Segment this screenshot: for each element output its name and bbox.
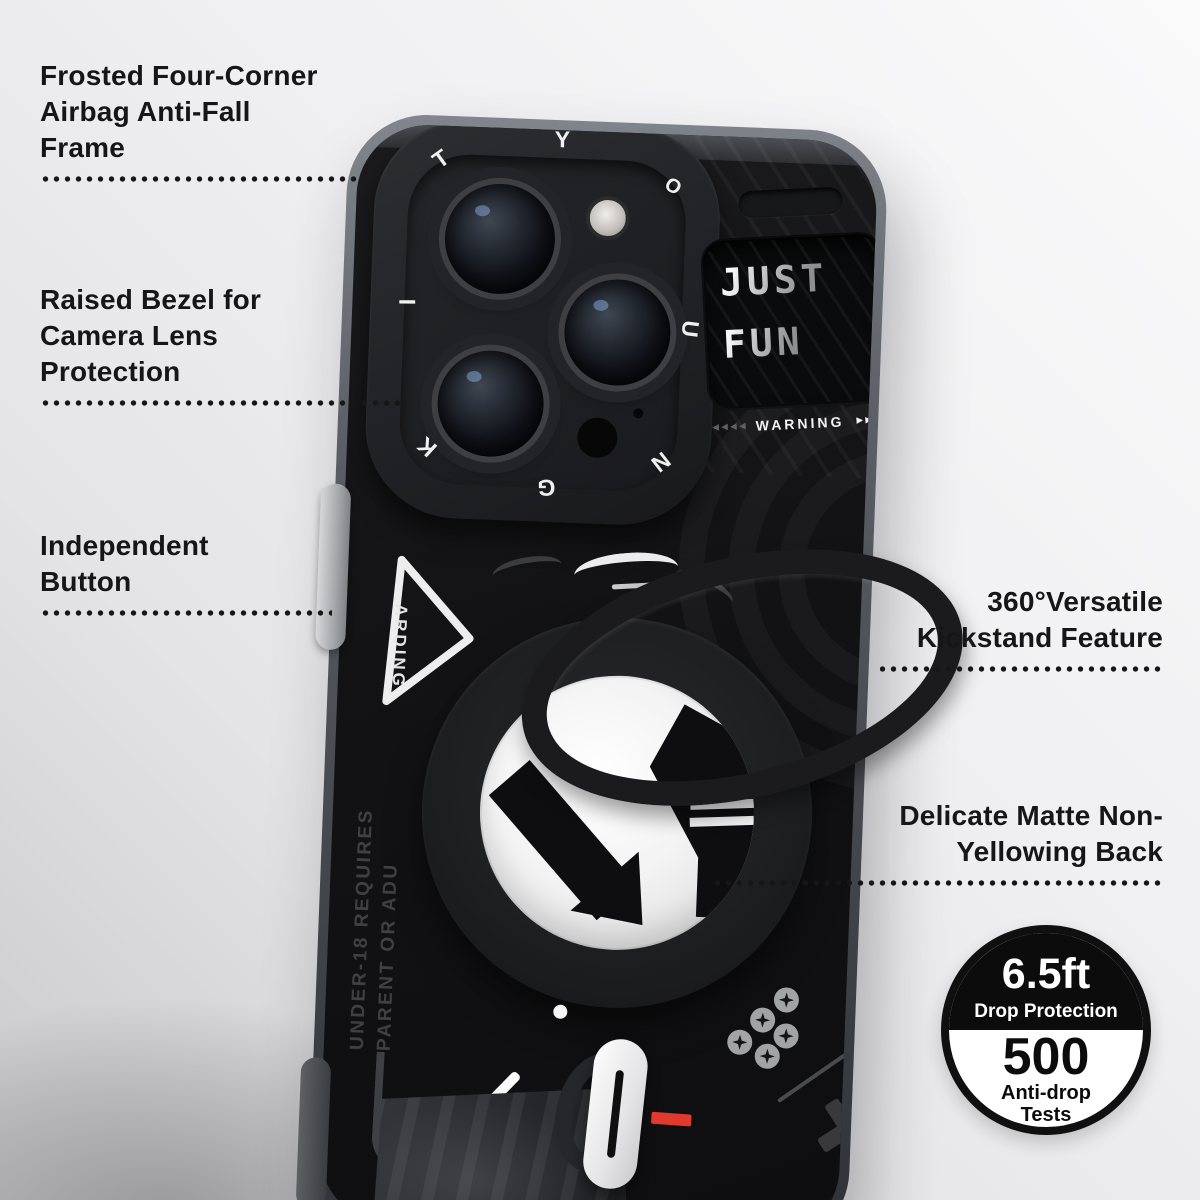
- triangle-label: ARDING: [388, 603, 411, 690]
- badge-top-half: 6.5ft Drop Protection: [949, 933, 1143, 1030]
- decor-arc: [490, 551, 564, 589]
- dotted-leader: [711, 880, 1163, 886]
- ring-letter: G: [537, 474, 556, 501]
- callout-line: Frame: [40, 132, 126, 163]
- callout-line: Button: [40, 566, 132, 597]
- dotted-leader: [880, 666, 1163, 672]
- top-slot: [737, 186, 844, 219]
- white-dot: [553, 1004, 568, 1020]
- dpad-button-icon: [754, 1043, 781, 1070]
- dotted-leader: [40, 610, 332, 616]
- ring-letter: U: [676, 318, 705, 339]
- ring-letter: Y: [554, 126, 571, 153]
- callout-frame: Frosted Four-Corner Airbag Anti-Fall Fra…: [40, 58, 360, 182]
- phone-case: T Y O U N G K I JUST FUN ◄◄◄◄ WARNING ►►…: [295, 112, 990, 1200]
- callout-line: Raised Bezel for: [40, 284, 262, 315]
- badge-test-label: Anti-drop: [1001, 1082, 1091, 1105]
- panel-seam-line: [777, 1008, 879, 1104]
- badge-drop-height: 6.5ft: [1001, 950, 1091, 998]
- case-back-panel: T Y O U N G K I JUST FUN ◄◄◄◄ WARNING ►►…: [317, 122, 879, 1200]
- badge-test-label: Tests: [1020, 1104, 1072, 1127]
- drop-protection-badge: 6.5ft Drop Protection 500 Anti-drop Test…: [941, 925, 1151, 1135]
- dotted-leader: [40, 400, 405, 406]
- dpad-button-icon: [773, 986, 800, 1013]
- age-warning-text: UNDER-18 REQUIRES PARENT OR ADU: [344, 720, 411, 1052]
- badge-drop-label: Drop Protection: [974, 1001, 1118, 1022]
- just-fun-panel: JUST FUN: [699, 230, 879, 412]
- dpad-button-icon: [749, 1007, 776, 1034]
- triangle-outline-icon: [382, 555, 474, 706]
- lower-side-button: [295, 1056, 332, 1200]
- callout-line: Frosted Four-Corner: [40, 60, 318, 91]
- red-dash-accent: [650, 1111, 692, 1127]
- callout-line: Independent: [40, 530, 209, 561]
- callout-line: Kickstand Feature: [916, 622, 1163, 653]
- callout-line: Camera Lens: [40, 320, 219, 351]
- dotted-leader: [40, 176, 358, 182]
- callout-kickstand: 360°Versatile Kickstand Feature: [863, 584, 1163, 672]
- callout-bezel: Raised Bezel for Camera Lens Protection: [40, 282, 410, 406]
- badge-bottom-half: 500 Anti-drop Tests: [949, 1030, 1143, 1127]
- panel-text-just: JUST: [718, 255, 829, 305]
- callout-line: Yellowing Back: [956, 836, 1163, 867]
- callout-button: Independent Button: [40, 528, 340, 616]
- callout-line: 360°Versatile: [987, 586, 1163, 617]
- callout-back: Delicate Matte Non- Yellowing Back: [703, 798, 1163, 886]
- callout-line: Airbag Anti-Fall: [40, 96, 251, 127]
- badge-test-count: 500: [1002, 1028, 1090, 1086]
- dpad-button-icon: [773, 1023, 800, 1049]
- callout-line: Delicate Matte Non-: [899, 800, 1163, 831]
- dpad-button-icon: [726, 1029, 753, 1056]
- panel-text-fun: FUN: [721, 318, 805, 367]
- left-arrows-icon: ◄◄◄◄: [709, 420, 747, 434]
- callout-line: Protection: [40, 356, 181, 387]
